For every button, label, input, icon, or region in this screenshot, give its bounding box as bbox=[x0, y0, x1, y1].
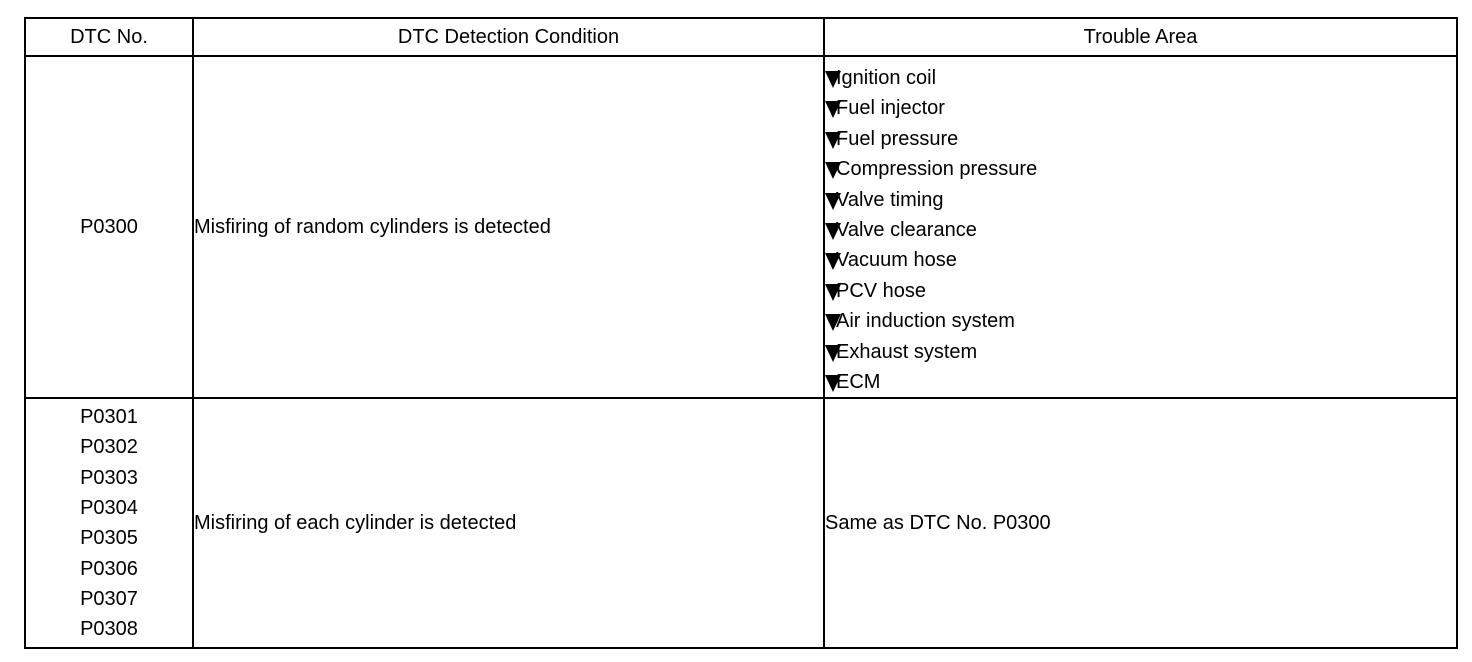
trouble-item-label: Air induction system bbox=[836, 310, 1015, 333]
table-row: P0301 P0302 P0303 P0304 P0305 P0306 P030… bbox=[24, 397, 1458, 650]
triangle-down-icon bbox=[825, 253, 841, 271]
header-row: DTC No. DTC Detection Condition Trouble … bbox=[24, 17, 1458, 57]
dtc-code: P0301 bbox=[80, 405, 138, 428]
dtc-code: P0303 bbox=[80, 466, 138, 489]
detection-condition-cell: Misfiring of each cylinder is detected bbox=[192, 397, 825, 650]
list-item: Valve timing bbox=[825, 185, 1456, 215]
trouble-item-label: Valve timing bbox=[836, 188, 944, 211]
dtc-code: P0306 bbox=[80, 557, 138, 580]
trouble-area-list: Ignition coil Fuel injector Fuel pressur… bbox=[825, 57, 1456, 397]
header-dtc-no: DTC No. bbox=[24, 17, 194, 57]
list-item: Ignition coil bbox=[825, 63, 1456, 93]
triangle-down-icon bbox=[825, 222, 841, 240]
dtc-code: P0308 bbox=[80, 618, 138, 641]
trouble-item-label: Valve clearance bbox=[836, 218, 977, 241]
dtc-code: P0307 bbox=[80, 588, 138, 611]
triangle-down-icon bbox=[825, 162, 841, 180]
dtc-code: P0302 bbox=[80, 436, 138, 459]
triangle-down-icon bbox=[825, 192, 841, 210]
dtc-code-cell: P0300 bbox=[24, 54, 194, 400]
dtc-table: DTC No. DTC Detection Condition Trouble … bbox=[24, 17, 1458, 650]
trouble-area-cell: Ignition coil Fuel injector Fuel pressur… bbox=[823, 54, 1458, 400]
triangle-down-icon bbox=[825, 374, 841, 392]
triangle-down-icon bbox=[825, 71, 841, 88]
header-detection-condition: DTC Detection Condition bbox=[192, 17, 825, 57]
triangle-down-icon bbox=[825, 283, 841, 301]
trouble-item-label: ECM bbox=[836, 370, 881, 393]
dtc-code: P0304 bbox=[80, 496, 138, 519]
list-item: Vacuum hose bbox=[825, 245, 1456, 275]
dtc-code-cell: P0301 P0302 P0303 P0304 P0305 P0306 P030… bbox=[24, 397, 194, 650]
list-item: Fuel injector bbox=[825, 93, 1456, 123]
list-item: Valve clearance bbox=[825, 215, 1456, 245]
trouble-item-label: Exhaust system bbox=[836, 340, 978, 363]
list-item: Exhaust system bbox=[825, 337, 1456, 367]
trouble-item-label: Fuel pressure bbox=[836, 127, 959, 150]
triangle-down-icon bbox=[825, 101, 841, 119]
triangle-down-icon bbox=[825, 314, 841, 332]
trouble-item-label: Ignition coil bbox=[836, 67, 937, 89]
trouble-item-label: Vacuum hose bbox=[836, 249, 957, 272]
table-row: P0300 Misfiring of random cylinders is d… bbox=[24, 54, 1458, 400]
trouble-item-label: Compression pressure bbox=[836, 158, 1038, 181]
trouble-area-cell: Same as DTC No. P0300 bbox=[823, 397, 1458, 650]
list-item: Air induction system bbox=[825, 306, 1456, 336]
detection-condition-cell: Misfiring of random cylinders is detecte… bbox=[192, 54, 825, 400]
dtc-code: P0300 bbox=[80, 215, 138, 238]
list-item: PCV hose bbox=[825, 276, 1456, 306]
triangle-down-icon bbox=[825, 344, 841, 362]
list-item: ECM bbox=[825, 367, 1456, 397]
list-item: Compression pressure bbox=[825, 154, 1456, 184]
header-trouble-area: Trouble Area bbox=[823, 17, 1458, 57]
list-item: Fuel pressure bbox=[825, 124, 1456, 154]
dtc-code: P0305 bbox=[80, 527, 138, 550]
triangle-down-icon bbox=[825, 131, 841, 149]
trouble-item-label: PCV hose bbox=[836, 279, 927, 302]
trouble-item-label: Fuel injector bbox=[836, 97, 945, 120]
